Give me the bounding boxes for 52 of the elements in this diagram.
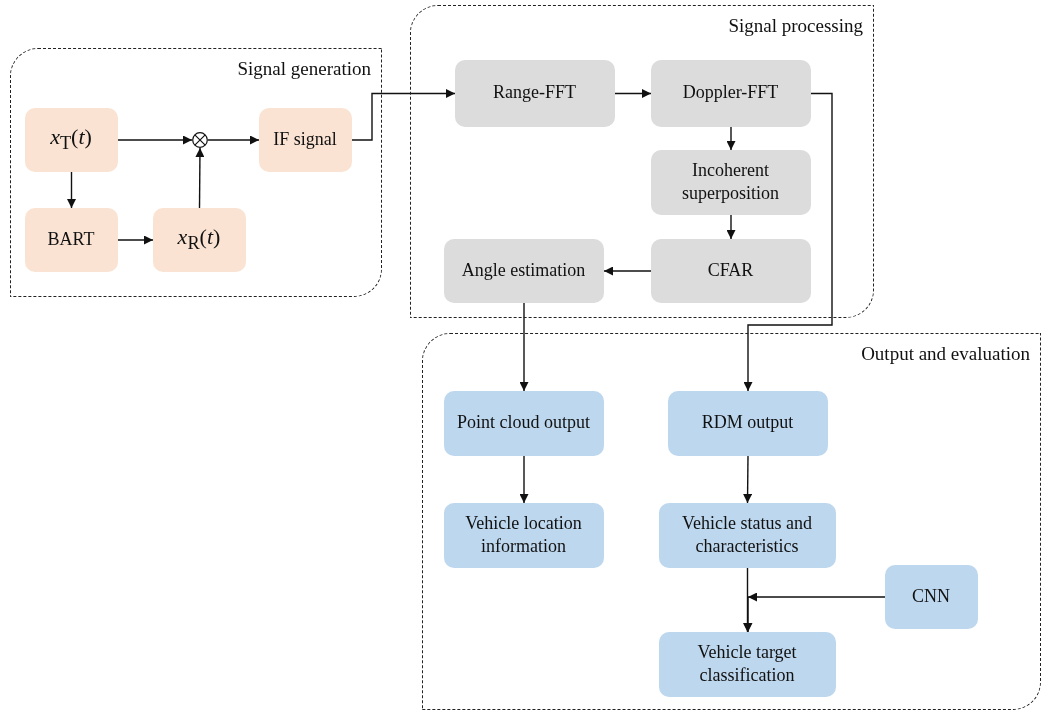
arrow bbox=[726, 214, 736, 240]
arrow bbox=[744, 593, 886, 633]
arrow bbox=[743, 455, 753, 504]
arrow bbox=[195, 147, 205, 209]
arrow bbox=[117, 135, 193, 145]
process-box bbox=[884, 564, 978, 629]
box-label: Vehicle location information bbox=[464, 511, 583, 558]
box-label: IF signal bbox=[273, 127, 337, 151]
arrow bbox=[614, 89, 652, 98]
arrow bbox=[67, 171, 76, 209]
group-title: Signal processing bbox=[728, 14, 863, 38]
process-box bbox=[443, 238, 604, 303]
box-label: Vehicle target classification bbox=[696, 640, 798, 687]
box-label: RDM output bbox=[701, 411, 794, 435]
group-title: Signal generation bbox=[237, 57, 371, 81]
process-box bbox=[650, 238, 811, 303]
box-label: Range-FFT bbox=[493, 81, 576, 105]
arrow bbox=[207, 135, 260, 145]
process-box bbox=[650, 149, 811, 215]
process-box bbox=[650, 59, 811, 127]
process-box bbox=[667, 390, 828, 456]
dashed-group-frame bbox=[10, 48, 382, 297]
process-box bbox=[658, 502, 836, 568]
arrow bbox=[603, 266, 652, 276]
box-label: CNN bbox=[912, 584, 950, 608]
box-label: x$_{R}$(t) bbox=[177, 222, 221, 256]
box-label: Doppler-FFT bbox=[682, 81, 779, 105]
arrow bbox=[519, 455, 529, 504]
box-label: Point cloud output bbox=[457, 411, 590, 435]
process-box bbox=[443, 502, 604, 568]
process-box bbox=[454, 59, 615, 127]
dashed-group-frame bbox=[410, 5, 874, 318]
process-box bbox=[24, 207, 118, 272]
process-box bbox=[658, 631, 836, 697]
box-label: Vehicle status and characteristics bbox=[681, 511, 813, 558]
box-label: BART bbox=[47, 227, 95, 251]
box-label: CFAR bbox=[707, 258, 754, 282]
process-box bbox=[258, 107, 352, 172]
box-label: Incoherent superposition bbox=[681, 158, 780, 205]
arrow bbox=[726, 126, 736, 151]
arrow bbox=[743, 92, 833, 392]
group-title: Output and evaluation bbox=[861, 342, 1030, 366]
arrow bbox=[117, 235, 154, 245]
multiplier-symbol bbox=[191, 131, 208, 148]
box-label: x$_{T}$(t) bbox=[50, 122, 92, 156]
arrow bbox=[351, 89, 456, 141]
process-box bbox=[443, 390, 604, 456]
box-label: Angle estimation bbox=[461, 258, 586, 282]
process-box bbox=[152, 207, 246, 272]
process-box bbox=[24, 107, 118, 172]
dashed-group-frame bbox=[422, 333, 1041, 710]
arrow bbox=[519, 302, 529, 392]
